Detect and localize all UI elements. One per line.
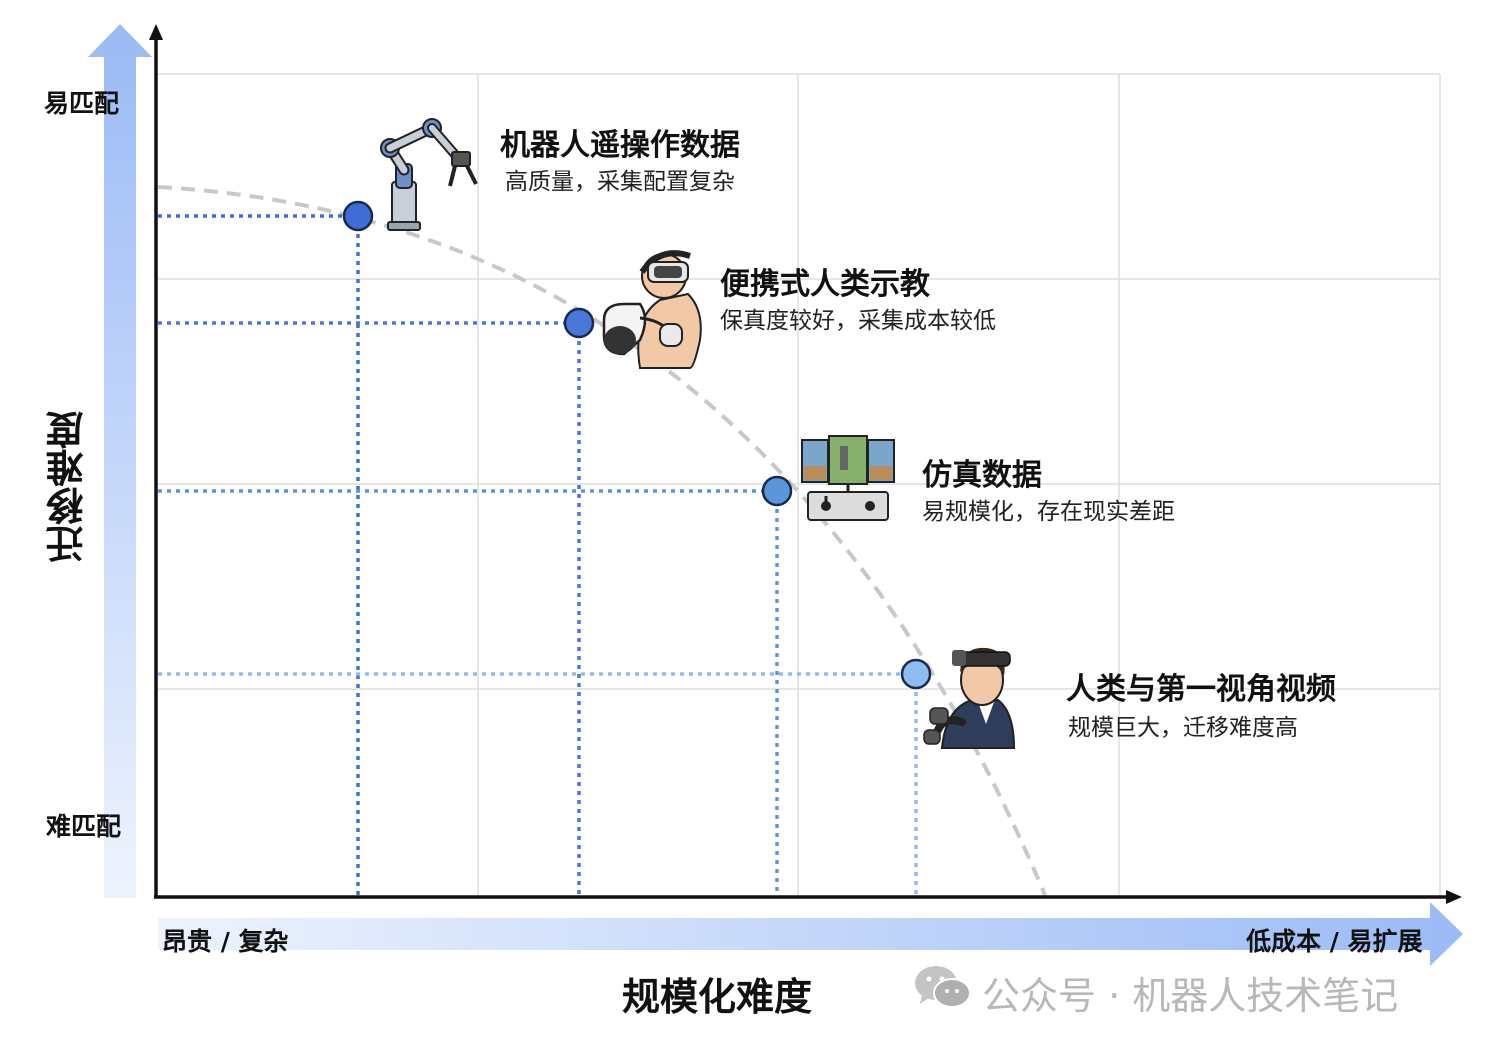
point-label-subtitle-1: 高质量，采集配置复杂: [505, 169, 735, 195]
point-marker-4: [900, 658, 932, 690]
robot-arm-icon: [380, 118, 478, 231]
x-axis-title: 规模化难度: [622, 975, 813, 1019]
x-axis-gradient-arrow: [158, 902, 1463, 966]
point-marker-2: [563, 307, 595, 339]
x-axis-arrowhead: [1446, 890, 1462, 904]
y-axis-title: 迁移难度: [46, 411, 90, 563]
x-axis-left-label: 昂贵 / 复杂: [162, 927, 289, 956]
x-axis-right-label: 低成本 / 易扩展: [1246, 927, 1423, 956]
y-axis-top-label: 易匹配: [44, 89, 120, 118]
y-axis-bottom-label: 难匹配: [46, 812, 122, 841]
y-axis-gradient-arrow: [88, 24, 152, 898]
wechat-icon: [910, 962, 974, 1012]
point-label-title-3: 仿真数据: [922, 458, 1042, 493]
point-label-subtitle-4: 规模巨大，迁移难度高: [1068, 715, 1298, 741]
vr-headset-icon: [602, 250, 702, 369]
guide-lines: [158, 214, 918, 895]
frontier-curve: [157, 185, 1047, 896]
data-points: [342, 200, 932, 690]
axes: [154, 38, 1448, 899]
point-label-title-2: 便携式人类示教: [720, 267, 930, 302]
point-label-title-1: 机器人遥操作数据: [500, 128, 740, 163]
point-label-title-4: 人类与第一视角视频: [1066, 672, 1336, 707]
egocentric-human-icon: [923, 647, 1016, 749]
simulation-monitor-icon: [801, 435, 895, 521]
grid: [158, 73, 1441, 895]
watermark-text: 公众号 · 机器人技术笔记: [982, 974, 1399, 1018]
y-axis-arrowhead: [149, 24, 163, 40]
point-marker-3: [761, 475, 793, 507]
point-label-subtitle-3: 易规模化，存在现实差距: [922, 499, 1175, 525]
point-marker-1: [342, 200, 374, 232]
point-label-subtitle-2: 保真度较好，采集成本较低: [720, 308, 996, 334]
